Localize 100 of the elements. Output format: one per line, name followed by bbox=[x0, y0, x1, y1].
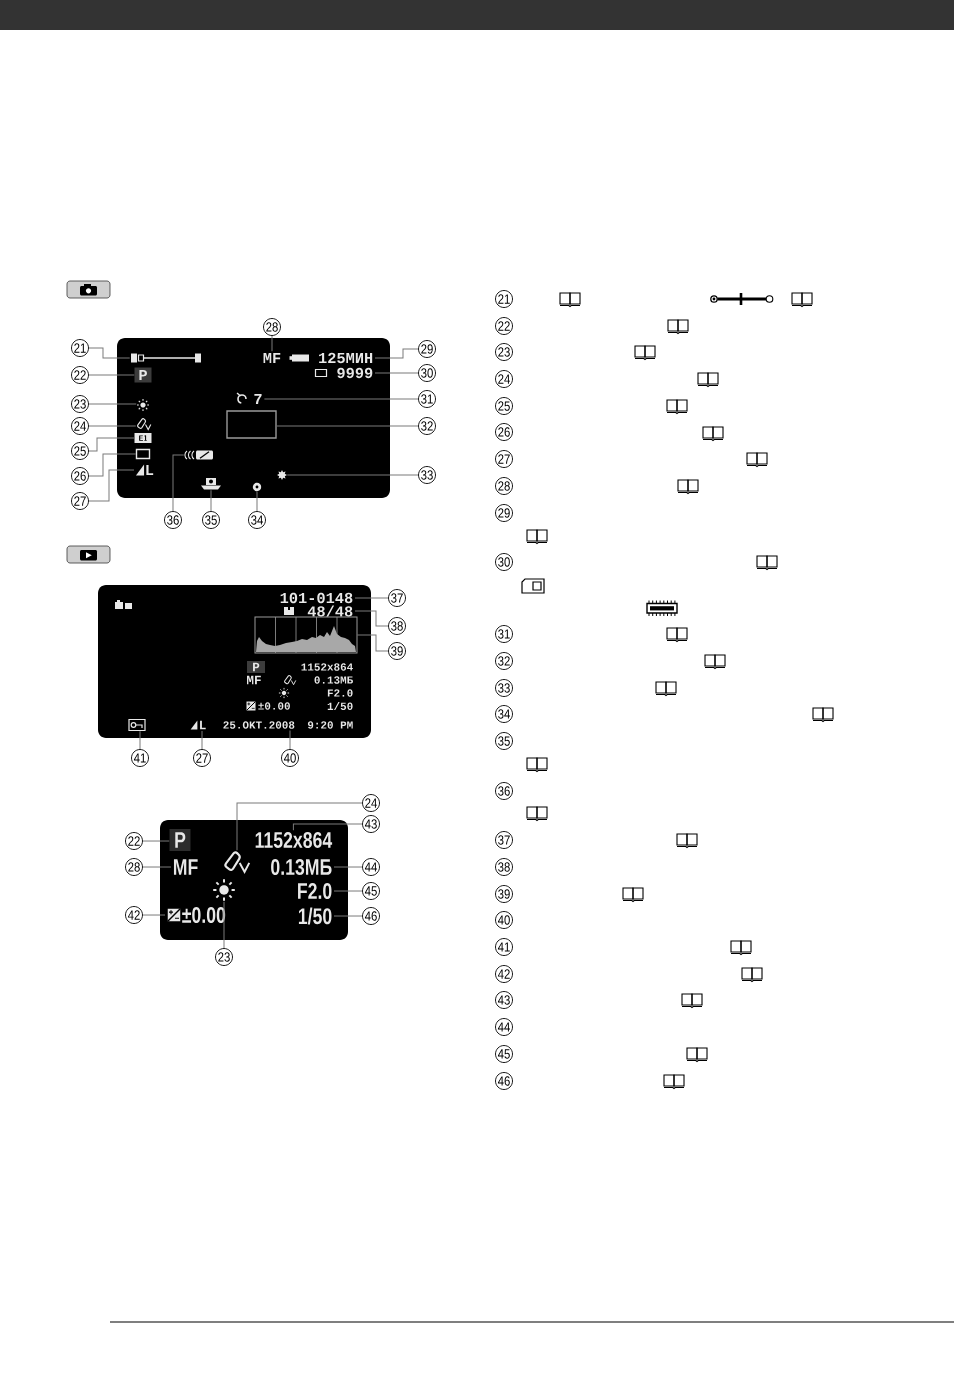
readout-text: 1/50 bbox=[327, 702, 353, 710]
leader-line bbox=[88, 469, 135, 502]
callout-number: 23 bbox=[71, 395, 89, 413]
readout-text: F2.0 bbox=[327, 689, 353, 697]
leader-line bbox=[139, 730, 141, 750]
stabilizer-icon bbox=[224, 851, 251, 875]
callout-number: 36 bbox=[164, 511, 182, 529]
readout-text: 0.13МБ bbox=[271, 858, 332, 876]
leader-line bbox=[256, 491, 258, 512]
leader-line bbox=[374, 348, 419, 359]
callout-number: 40 bbox=[495, 911, 513, 929]
readout-text: 101-0148 bbox=[280, 592, 353, 604]
callout-number: 28 bbox=[263, 318, 281, 336]
callout-number: 34 bbox=[248, 511, 266, 529]
star-icon bbox=[277, 470, 287, 480]
rectangle-icon bbox=[135, 448, 151, 460]
callout-number: 39 bbox=[388, 642, 406, 660]
leader-line bbox=[142, 866, 172, 868]
readout-text: ±0.00 bbox=[258, 702, 290, 710]
callout-number: 33 bbox=[495, 679, 513, 697]
callout-number: 35 bbox=[202, 511, 220, 529]
leader-line bbox=[333, 866, 363, 868]
exposure-readout: ±0.00 bbox=[182, 907, 226, 924]
callout-number: 31 bbox=[495, 625, 513, 643]
readout-text: MF bbox=[263, 352, 281, 364]
dot-icon bbox=[252, 482, 262, 492]
leader-line bbox=[356, 634, 389, 652]
leader-line bbox=[88, 403, 137, 405]
readout-text: 125МИН bbox=[319, 352, 373, 364]
zoom-bar-icon bbox=[131, 353, 201, 363]
callout-number: 42 bbox=[125, 906, 143, 924]
callout-number: 21 bbox=[71, 339, 89, 357]
readout-text: MF bbox=[247, 675, 261, 685]
callout-number: 45 bbox=[495, 1045, 513, 1063]
leader-line bbox=[88, 437, 135, 452]
signal-icon bbox=[184, 450, 213, 460]
callout-number: 30 bbox=[418, 364, 436, 382]
key-icon bbox=[128, 718, 146, 732]
leader-line bbox=[88, 374, 135, 376]
callout-number: 24 bbox=[495, 370, 513, 388]
leader-line bbox=[374, 372, 419, 374]
callout-number: 28 bbox=[495, 477, 513, 495]
readout-text: 9999 bbox=[337, 367, 373, 379]
callout-number: 33 bbox=[418, 466, 436, 484]
leader-line bbox=[276, 425, 419, 427]
callout-number: 27 bbox=[71, 492, 89, 510]
leader-line bbox=[286, 474, 419, 476]
callout-number: 34 bbox=[495, 705, 513, 723]
callout-number: 37 bbox=[495, 831, 513, 849]
leader-line bbox=[236, 802, 363, 851]
callout-number: 28 bbox=[125, 858, 143, 876]
readout-text: 48/48 bbox=[307, 605, 353, 617]
leader-line bbox=[271, 335, 273, 352]
readout-text: 9:20 PM bbox=[307, 721, 353, 729]
leader-line bbox=[172, 454, 185, 512]
stabilizer-icon bbox=[137, 418, 152, 431]
mode-badge: P bbox=[247, 661, 265, 673]
callout-number: 38 bbox=[388, 617, 406, 635]
callout-number: 37 bbox=[388, 589, 406, 607]
display-screen bbox=[160, 820, 348, 940]
readout-text: 7 bbox=[254, 393, 262, 405]
callout-number: 40 bbox=[281, 749, 299, 767]
leader-line bbox=[263, 398, 419, 400]
callout-number: 32 bbox=[418, 417, 436, 435]
callout-number: 26 bbox=[495, 423, 513, 441]
leader-line bbox=[333, 890, 363, 892]
leader-line bbox=[292, 823, 363, 831]
focus-frame bbox=[226, 410, 277, 439]
callout-number: 21 bbox=[495, 290, 513, 308]
sun-icon bbox=[136, 398, 150, 412]
callout-number: 23 bbox=[215, 948, 233, 966]
callout-number: 29 bbox=[418, 340, 436, 358]
callout-number: 44 bbox=[495, 1018, 513, 1036]
callout-number: 35 bbox=[495, 732, 513, 750]
readout-text: F2.0 bbox=[298, 883, 332, 900]
callout-number: 27 bbox=[193, 749, 211, 767]
leader-line bbox=[333, 915, 363, 917]
callout-number: 46 bbox=[362, 907, 380, 925]
callout-number: 43 bbox=[495, 991, 513, 1009]
callout-number: 25 bbox=[71, 442, 89, 460]
camera-icon bbox=[201, 478, 221, 490]
callout-number: 22 bbox=[71, 366, 89, 384]
callout-number: 22 bbox=[125, 832, 143, 850]
callout-number: 39 bbox=[495, 885, 513, 903]
mode-badge: P bbox=[169, 829, 191, 851]
callout-number: 23 bbox=[495, 343, 513, 361]
callout-number: 29 bbox=[495, 504, 513, 522]
callout-number: 24 bbox=[362, 794, 380, 812]
leader-line bbox=[354, 610, 389, 627]
display-screen bbox=[117, 338, 390, 498]
callout-number: 41 bbox=[131, 749, 149, 767]
callout-number: 25 bbox=[495, 397, 513, 415]
leader-line bbox=[289, 730, 291, 750]
callout-number: 41 bbox=[495, 938, 513, 956]
leader-line bbox=[88, 453, 137, 477]
readout-text: 1152x864 bbox=[301, 663, 353, 671]
readout-text: 0.13МБ bbox=[314, 676, 353, 684]
callout-number: 26 bbox=[71, 467, 89, 485]
callout-number: 24 bbox=[71, 417, 89, 435]
callout-number: 45 bbox=[362, 882, 380, 900]
